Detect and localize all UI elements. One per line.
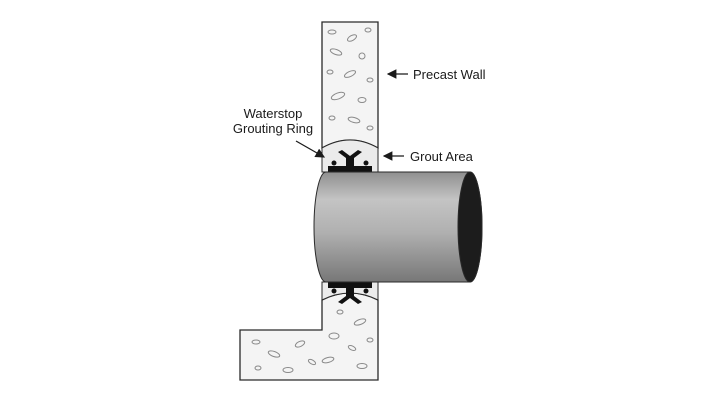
waterstop-ring-top: [328, 150, 372, 172]
pipe: [313, 171, 483, 283]
waterstop-label-line2: Grouting Ring: [232, 121, 314, 136]
grout-area-label: Grout Area: [410, 149, 473, 164]
leader-arrows: [295, 69, 408, 161]
waterstop-ring-bottom: [328, 282, 372, 304]
pipe-opening: [457, 171, 483, 283]
waterstop-label-line1: Waterstop: [243, 106, 303, 121]
waterstop-grouting-ring-label: Waterstop Grouting Ring: [215, 106, 331, 136]
precast-wall-label: Precast Wall: [413, 67, 486, 82]
concrete-aggregate: [251, 27, 374, 373]
waterstop-ring-arrow: [295, 140, 326, 158]
